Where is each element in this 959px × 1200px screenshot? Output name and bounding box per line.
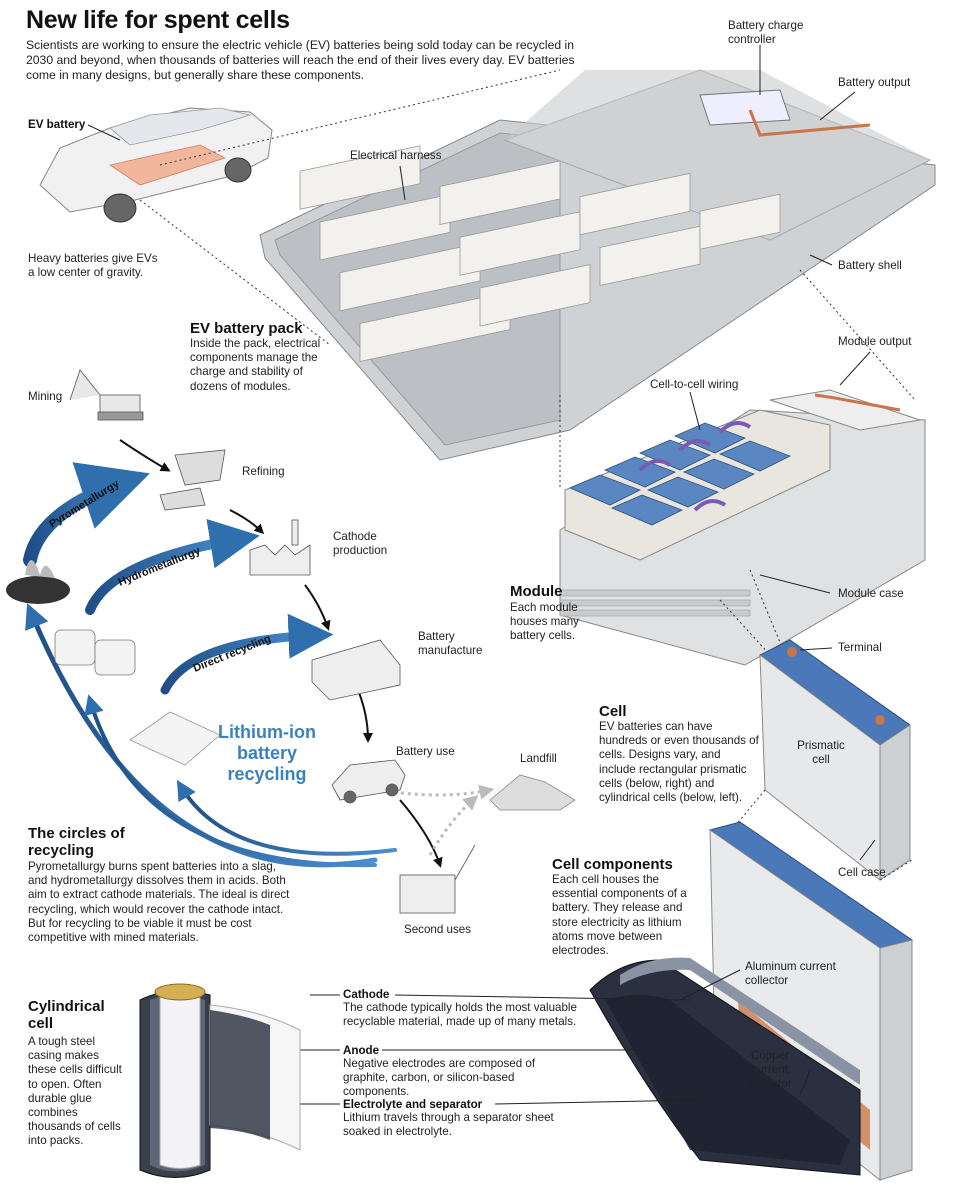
car-use-icon	[331, 759, 406, 804]
component-name: Anode	[343, 1044, 380, 1057]
cylindrical-heading: Cylindrical cell	[28, 998, 105, 1032]
component-name: Electrolyte and separator	[343, 1098, 483, 1111]
heavy-note: Heavy batteries give EVs a low center of…	[28, 252, 158, 280]
excavator-icon	[69, 369, 144, 421]
cylindrical-cell-illustration	[139, 983, 301, 1178]
component-name: Cathode	[343, 988, 390, 1001]
component-text: The cathode typically holds the most val…	[343, 1001, 577, 1029]
pack-heading: EV battery pack	[190, 320, 303, 337]
cell-text: EV batteries can have hundreds or even t…	[599, 720, 759, 805]
battery-use-label: Battery use	[396, 745, 455, 758]
component-cathode: Cathode The cathode typically holds the …	[343, 988, 583, 1029]
intro-text: Scientists are working to ensure the ele…	[26, 38, 575, 82]
module-illustration	[559, 389, 926, 666]
terminal-label: Terminal	[838, 641, 882, 654]
factory-icon	[249, 519, 311, 576]
page-title: New life for spent cells	[26, 6, 290, 34]
component-text: Negative electrodes are composed of grap…	[343, 1057, 536, 1099]
cathode-sheet-icon	[129, 711, 221, 766]
recycling-arrows	[23, 462, 397, 868]
circles-heading: The circles of recycling	[28, 825, 125, 859]
battery-pack-illustration	[259, 69, 936, 461]
cathode-production-label: Cathode production	[333, 530, 388, 557]
pyro-label: Pyrometallurgy	[47, 477, 122, 530]
recycling-title: Lithium-ion battery recycling	[218, 722, 316, 784]
cell-components-illustration	[589, 821, 914, 1182]
prismatic-cell-label: Prismatic cell	[797, 739, 845, 766]
mining-label: Mining	[28, 390, 63, 403]
acid-tanks-icon	[54, 629, 136, 676]
second-uses-label: Second uses	[404, 923, 472, 936]
aluminum-collector-label: Aluminum current collector	[745, 960, 836, 987]
pack-text: Inside the pack, electrical components m…	[190, 337, 321, 393]
cell-heading: Cell	[599, 703, 627, 720]
module-text: Each module houses many battery cells.	[510, 601, 579, 643]
prismatic-cell-illustration	[759, 639, 911, 882]
cell-components-text: Each cell houses the essential component…	[552, 873, 687, 958]
component-text: Lithium travels through a separator shee…	[343, 1111, 554, 1139]
landfill-icon	[489, 774, 576, 811]
refining-label: Refining	[242, 465, 285, 478]
battery-output-label: Battery output	[838, 76, 911, 89]
electrical-harness-label: Electrical harness	[350, 149, 442, 162]
cell-to-cell-label: Cell-to-cell wiring	[650, 378, 739, 391]
charge-controller-label: Battery charge controller	[728, 19, 804, 46]
ev-battery-label: EV battery	[28, 118, 86, 131]
module-heading: Module	[510, 583, 563, 600]
battery-shell-label: Battery shell	[838, 259, 902, 272]
ev-car-illustration	[39, 107, 273, 223]
cell-components-heading: Cell components	[552, 856, 673, 873]
battery-manufacture-label: Battery manufacture	[418, 630, 483, 657]
landfill-label: Landfill	[520, 752, 557, 765]
slag-icon	[6, 560, 70, 604]
cylindrical-text: A tough steel casing makes these cells d…	[28, 1035, 122, 1148]
module-output-label: Module output	[838, 335, 912, 348]
component-electrolyte: Electrolyte and separator Lithium travel…	[343, 1098, 583, 1139]
process-arrows	[119, 439, 443, 868]
plant-icon	[311, 639, 401, 701]
cell-case-label: Cell case	[838, 866, 886, 879]
module-case-label: Module case	[838, 587, 904, 600]
second-uses-icon	[399, 844, 476, 914]
circles-text: Pyrometallurgy burns spent batteries int…	[28, 860, 290, 945]
component-anode: Anode Negative electrodes are composed o…	[343, 1044, 583, 1100]
copper-collector-label: Copper current collector	[748, 1049, 792, 1090]
ladle-icon	[159, 449, 226, 511]
